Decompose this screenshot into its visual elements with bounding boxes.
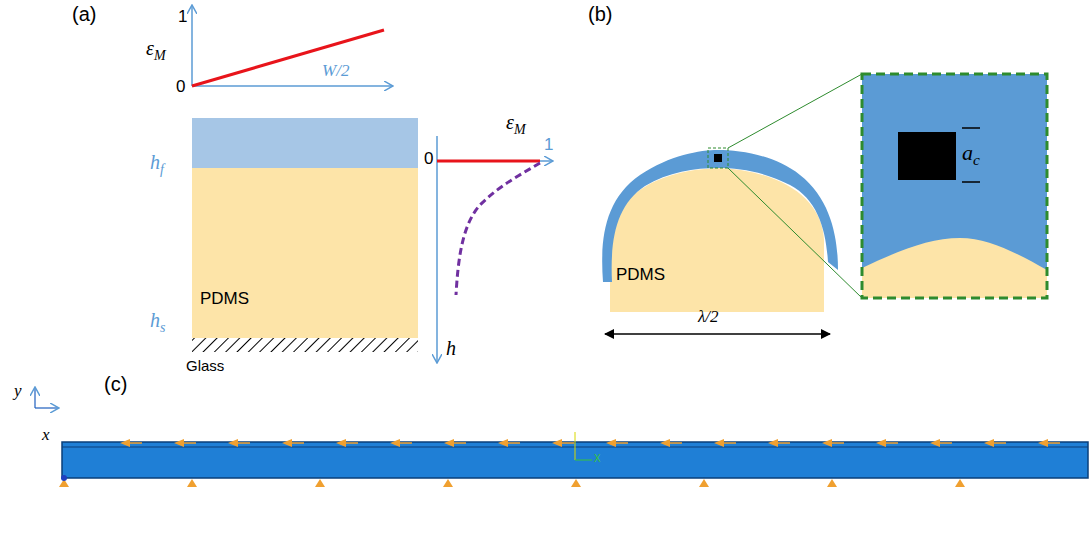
panel-label: (a)	[72, 4, 96, 24]
axis-title: h	[446, 338, 456, 358]
wavelength-label: λ/2	[698, 308, 719, 325]
substrate-region: PDMS	[192, 168, 418, 338]
triad-label: X	[594, 454, 601, 464]
film-layer	[192, 118, 418, 168]
strain-plot-top	[192, 6, 392, 86]
axis-tick: 0	[424, 150, 433, 167]
thickness-label: hs	[150, 310, 165, 335]
wrinkle-profile	[602, 74, 862, 334]
axis-title: εM	[506, 112, 526, 137]
material-label: Glass	[186, 358, 224, 373]
substrate-region: PDMS	[610, 200, 824, 312]
thickness-label: hf	[150, 152, 164, 177]
panel-label: (c)	[104, 374, 127, 394]
strain-plot-depth	[437, 136, 552, 362]
crack-size-label: ac	[962, 142, 980, 168]
panel-label: (b)	[588, 4, 612, 24]
zoom-inset	[862, 74, 1047, 298]
glass-hatch	[192, 338, 418, 352]
axis-tick: 0	[176, 78, 185, 95]
axis-label: y	[14, 382, 22, 399]
axis-title: εM	[146, 38, 166, 63]
fe-model	[35, 388, 1088, 487]
axis-tick: 1	[544, 136, 553, 153]
material-label: PDMS	[616, 266, 665, 283]
axis-label: x	[42, 426, 50, 443]
axis-title: W/2	[322, 62, 349, 79]
axis-tick: 1	[178, 8, 187, 25]
material-label: PDMS	[200, 290, 249, 307]
